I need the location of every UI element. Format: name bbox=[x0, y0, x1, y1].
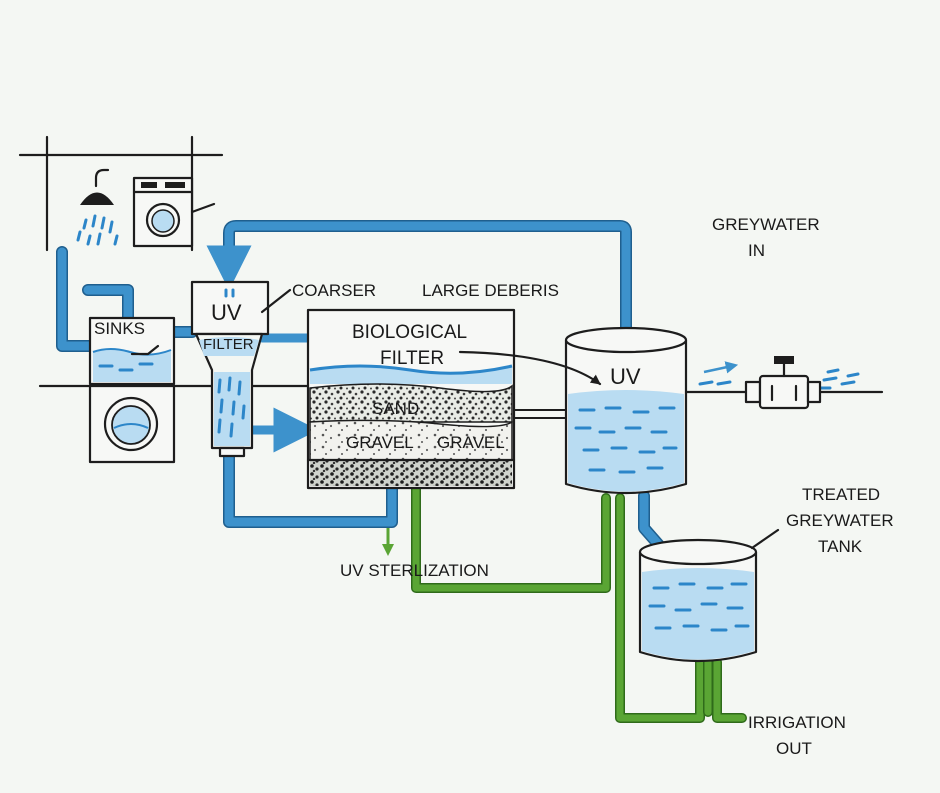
sand-label: SAND bbox=[372, 399, 419, 418]
gravel-label-left: GRAVEL bbox=[346, 433, 414, 452]
greywater-in-label-2: IN bbox=[748, 241, 765, 260]
treated-greywater-tank bbox=[638, 538, 758, 663]
green-pipes bbox=[382, 483, 747, 723]
shower-icon bbox=[76, 168, 119, 246]
uv-tank-label: UV bbox=[610, 364, 641, 389]
biological-filter-label-2: FILTER bbox=[380, 348, 444, 369]
biological-filter: SAND GRAVEL GRAVEL bbox=[306, 308, 516, 490]
irrigation-out-label-1: IRRIGATION bbox=[748, 713, 846, 732]
uv-small-label: UV bbox=[211, 300, 242, 325]
treated-tank-label-3: TANK bbox=[818, 537, 863, 556]
coarser-label: COARSER bbox=[292, 281, 376, 300]
treated-tank-label-2: GREYWATER bbox=[786, 511, 894, 530]
sinks-label: SINKS bbox=[94, 319, 145, 338]
large-debris-label: LARGE DEBERIS bbox=[422, 281, 559, 300]
irrigation-out-label-2: OUT bbox=[776, 739, 812, 758]
sinks: SINKS bbox=[88, 316, 176, 386]
callout-lines bbox=[260, 288, 780, 550]
uv-filter-unit: UV FILTER bbox=[190, 280, 270, 458]
gravel-label-right: GRAVEL bbox=[437, 433, 505, 452]
uv-sterilization-label: UV STERLIZATION bbox=[340, 561, 489, 580]
uv-tank: UV bbox=[564, 326, 688, 495]
text-labels: GREYWATER IN COARSER LARGE DEBERIS BIOLO… bbox=[292, 215, 894, 758]
washing-machine-lower bbox=[88, 384, 176, 464]
treated-tank-label-1: TREATED bbox=[802, 485, 880, 504]
biological-filter-label-1: BIOLOGICAL bbox=[352, 322, 467, 343]
greywater-in-label-1: GREYWATER bbox=[712, 215, 820, 234]
valve-icon bbox=[744, 356, 822, 410]
washing-machine-icon bbox=[132, 176, 216, 248]
filter-label: FILTER bbox=[203, 336, 254, 353]
